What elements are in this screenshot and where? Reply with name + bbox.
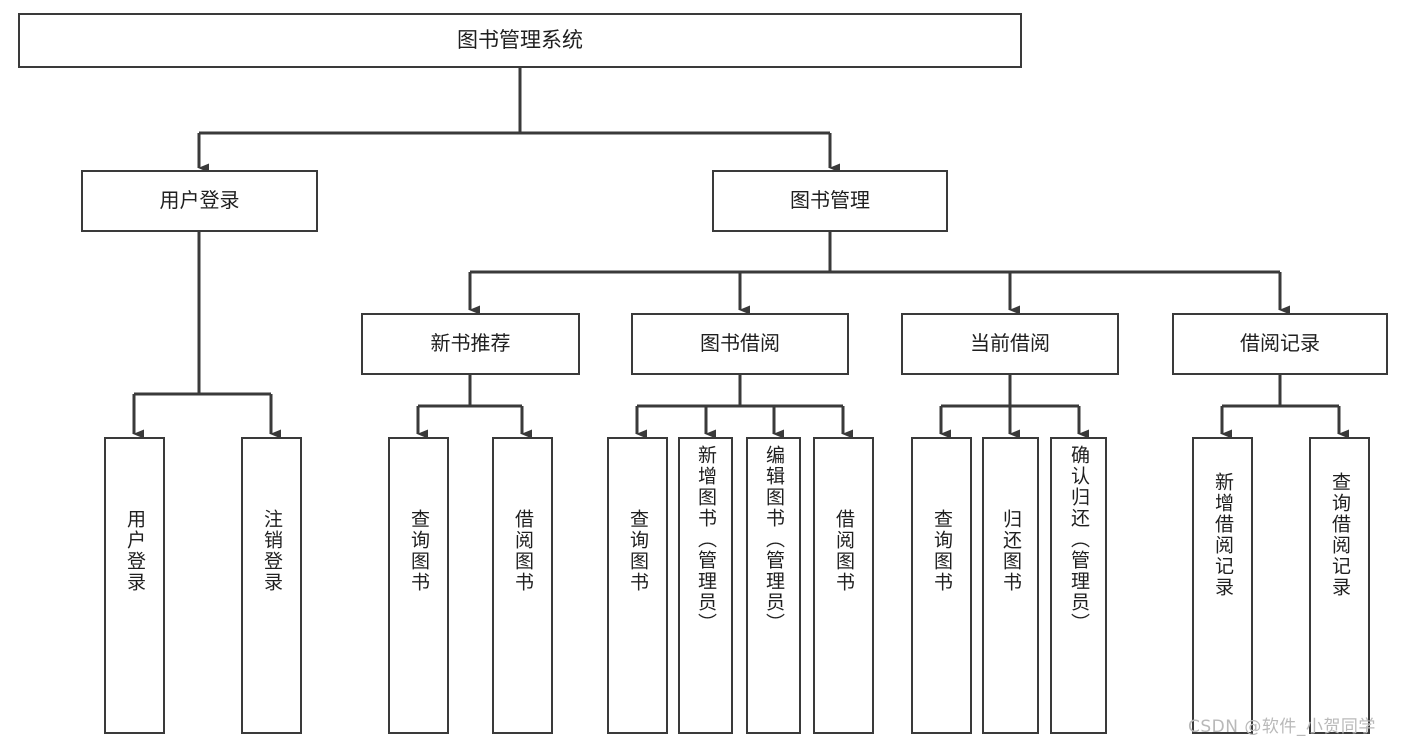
node-label: 确认归还（管理员） xyxy=(1068,445,1090,634)
leaf-add-book-admin[interactable]: 新增图书（管理员） xyxy=(678,437,733,734)
leaf-return-book[interactable]: 归还图书 xyxy=(982,437,1039,734)
csdn-watermark: CSDN @软件_小贺同学 xyxy=(1188,717,1376,737)
node-label: 查询图书 xyxy=(931,509,953,593)
node-label: 注销登录 xyxy=(261,509,283,593)
node-label: 借阅图书 xyxy=(512,509,534,593)
leaf-borrow-book-borrow[interactable]: 借阅图书 xyxy=(813,437,874,734)
node-label: 用户登录 xyxy=(124,509,146,593)
leaf-confirm-return-admin[interactable]: 确认归还（管理员） xyxy=(1050,437,1107,734)
node-label: 借阅记录 xyxy=(1240,331,1320,356)
node-label: 图书借阅 xyxy=(700,331,780,356)
leaf-logout[interactable]: 注销登录 xyxy=(241,437,302,734)
node-label: 当前借阅 xyxy=(970,331,1050,356)
node-label: 新增借阅记录 xyxy=(1212,472,1234,598)
node-book-management[interactable]: 图书管理 xyxy=(712,170,948,232)
node-label: 新书推荐 xyxy=(430,331,511,356)
node-borrow-record[interactable]: 借阅记录 xyxy=(1172,313,1388,375)
node-root-book-management-system[interactable]: 图书管理系统 xyxy=(18,13,1022,68)
leaf-add-borrow-record[interactable]: 新增借阅记录 xyxy=(1192,437,1253,734)
node-label: 用户登录 xyxy=(159,188,240,213)
leaf-query-borrow-record[interactable]: 查询借阅记录 xyxy=(1309,437,1370,734)
node-label: 归还图书 xyxy=(1000,509,1022,593)
node-label: 图书管理 xyxy=(790,188,870,213)
node-label: 查询借阅记录 xyxy=(1329,472,1351,598)
leaf-borrow-book-new-recommend[interactable]: 借阅图书 xyxy=(492,437,553,734)
node-current-borrow[interactable]: 当前借阅 xyxy=(901,313,1119,375)
node-label: 图书管理系统 xyxy=(457,28,583,53)
node-label: 查询图书 xyxy=(408,509,430,593)
leaf-query-book-borrow[interactable]: 查询图书 xyxy=(607,437,668,734)
leaf-edit-book-admin[interactable]: 编辑图书（管理员） xyxy=(746,437,801,734)
node-book-borrow[interactable]: 图书借阅 xyxy=(631,313,849,375)
node-new-book-recommend[interactable]: 新书推荐 xyxy=(361,313,580,375)
leaf-user-login[interactable]: 用户登录 xyxy=(104,437,165,734)
node-label: 查询图书 xyxy=(627,509,649,593)
node-label: 借阅图书 xyxy=(833,509,855,593)
leaf-query-book-new-recommend[interactable]: 查询图书 xyxy=(388,437,449,734)
node-user-login[interactable]: 用户登录 xyxy=(81,170,318,232)
node-label: 新增图书（管理员） xyxy=(695,445,717,634)
leaf-query-book-current[interactable]: 查询图书 xyxy=(911,437,972,734)
node-label: 编辑图书（管理员） xyxy=(763,445,785,634)
